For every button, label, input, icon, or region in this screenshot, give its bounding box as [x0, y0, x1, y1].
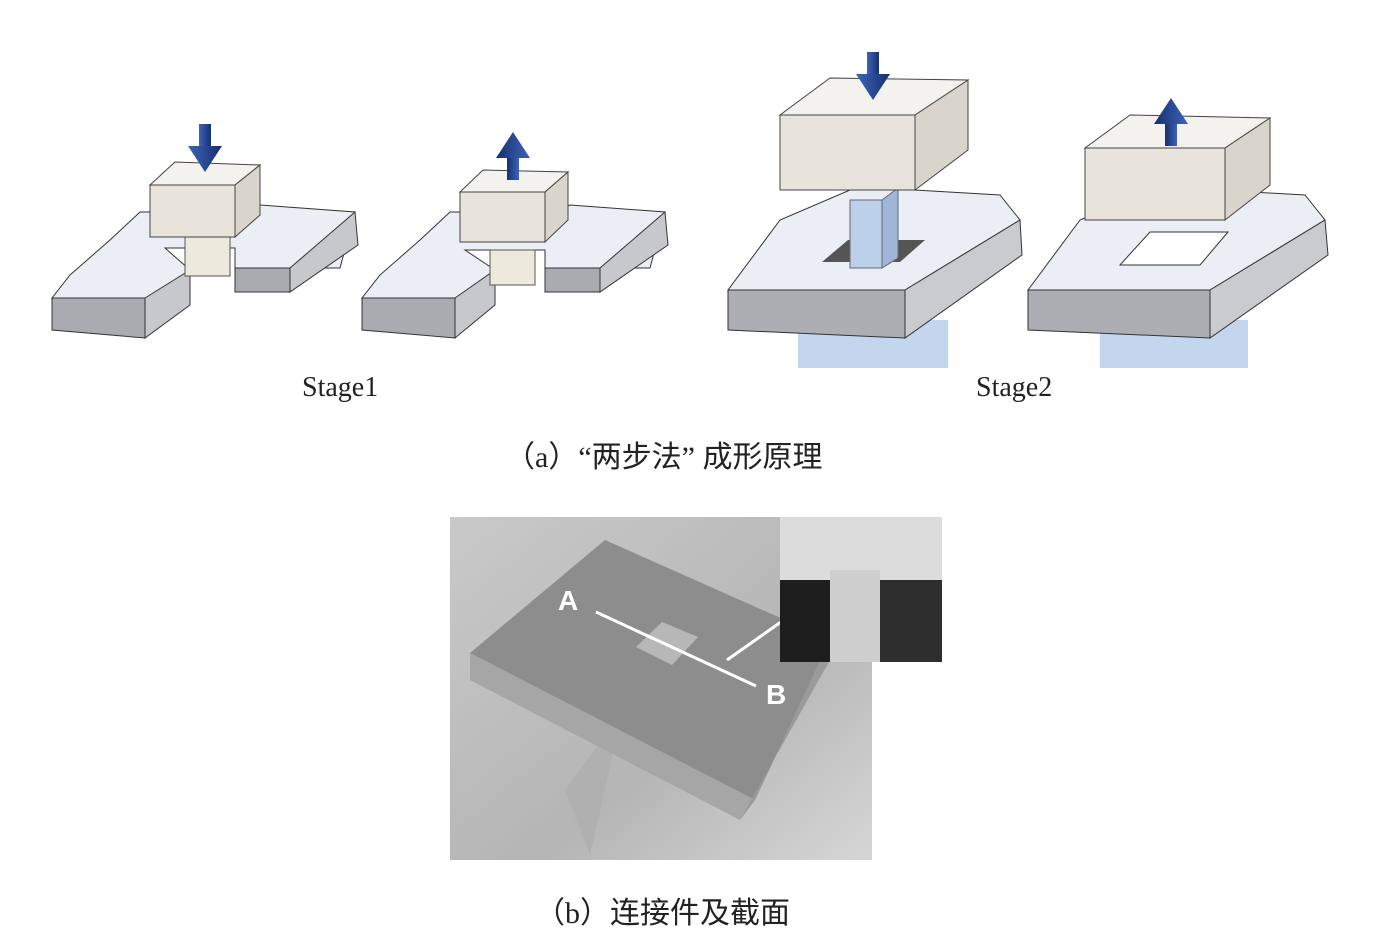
stage1-release-diagram: [360, 132, 669, 340]
stage2-press-down-diagram: [727, 52, 1023, 368]
stage2-release-diagram: [1027, 98, 1329, 368]
stage2-label: Stage2: [976, 372, 1053, 403]
point-b-label: B: [766, 679, 786, 710]
point-a-label: A: [558, 585, 578, 616]
stage1-label: Stage1: [302, 372, 379, 403]
cross-section-inset: [780, 517, 942, 662]
stage1-press-down-diagram: [50, 124, 359, 339]
figure-a-caption: （a）“两步法” 成形原理: [505, 441, 823, 474]
figure-b-caption: （b）连接件及截面: [535, 897, 790, 930]
